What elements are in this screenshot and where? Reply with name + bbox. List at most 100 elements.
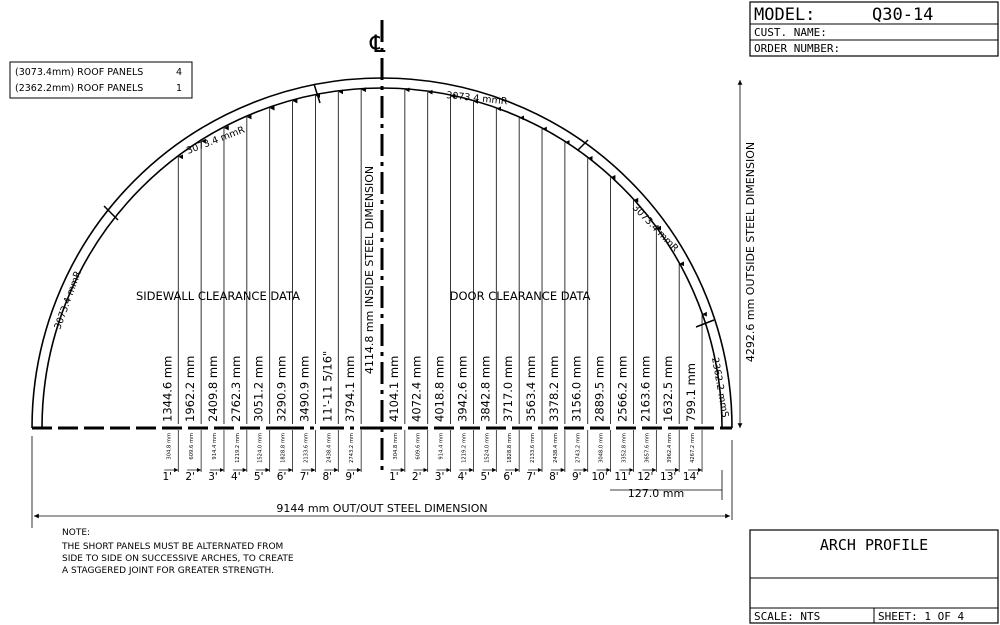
offset-label: 2743.2 mm — [349, 433, 355, 463]
legend-item-label: (3073.4mm) ROOF PANELS — [15, 67, 143, 78]
offset-label: 2133.6 mm — [530, 433, 536, 463]
foot-marker-label: 2' — [412, 471, 422, 483]
offset-label: 1524.0 mm — [258, 433, 264, 463]
foot-marker-label: 6' — [277, 471, 287, 483]
note-block: NOTE: THE SHORT PANELS MUST BE ALTERNATE… — [61, 528, 294, 576]
centerline: ℄ — [369, 20, 386, 470]
outside-steel-dimension: 4292.6 mm OUTSIDE STEEL DIMENSION — [744, 142, 757, 362]
foot-marker-label: 8' — [322, 471, 332, 483]
title-block: MODEL: Q30-14 CUST. NAME: ORDER NUMBER: … — [749, 1, 999, 624]
clearance-height-label: 2762.3 mm — [229, 356, 243, 422]
offset-label: 304.8 mm — [166, 433, 172, 460]
offset-label: 3657.6 mm — [644, 433, 650, 463]
clearance-height-label: 4018.8 mm — [433, 356, 447, 422]
panel-legend: (3073.4mm) ROOF PANELS 4 (2362.2mm) ROOF… — [9, 61, 193, 99]
foot-marker-label: 7' — [300, 471, 310, 483]
foot-marker-label: 11' — [614, 471, 630, 483]
clearance-height-label: 799.1 mm — [684, 363, 698, 422]
offset-label: 2743.2 mm — [576, 433, 582, 463]
offset-label: 2438.4 mm — [326, 433, 332, 463]
foot-marker-label: 4' — [231, 471, 241, 483]
panel-label-right-top: 3073.4 mmR — [446, 90, 509, 107]
offset-label: 1219.2 mm — [235, 433, 241, 463]
clearance-height-label: 2566.2 mm — [615, 356, 629, 422]
foot-marker-label: 10' — [591, 471, 607, 483]
clearance-height-label: 1344.6 mm — [160, 356, 174, 422]
clearance-height-label: 3051.2 mm — [252, 356, 266, 422]
drawing-title: ARCH PROFILE — [820, 536, 928, 554]
foot-marker-label: 3' — [435, 471, 445, 483]
offset-label: 304.8 mm — [393, 433, 399, 460]
door-clearance-columns: 4104.1 mm 304.8 mm 1' 4072.4 mm 609.6 mm 2' 40… — [387, 87, 707, 483]
offset-label: 2438.4 mm — [553, 433, 559, 463]
clearance-height-label: 3290.9 mm — [275, 356, 289, 422]
foot-marker-label: 2' — [185, 471, 195, 483]
legend-item-count: 4 — [176, 67, 182, 78]
clearance-height-label: 3490.9 mm — [297, 356, 311, 422]
eave-offset-dimension: 127.0 mm — [610, 440, 733, 520]
clearance-height-label: 1962.2 mm — [183, 356, 197, 422]
foot-marker-label: 13' — [660, 471, 676, 483]
foot-marker-label: 1' — [389, 471, 399, 483]
offset-label: 4267.2 mm — [690, 433, 696, 463]
foot-marker-label: 5' — [254, 471, 264, 483]
eave-offset-value: 127.0 mm — [628, 487, 684, 500]
note-line: SIDE TO SIDE ON SUCCESSIVE ARCHES, TO CR… — [62, 554, 294, 564]
offset-label: 3962.4 mm — [667, 433, 673, 463]
clearance-height-label: 2889.5 mm — [593, 356, 607, 422]
model-label: MODEL: — [754, 5, 815, 25]
scale-label: SCALE: NTS — [754, 610, 820, 623]
note-line: A STAGGERED JOINT FOR GREATER STRENGTH. — [62, 566, 274, 576]
foot-marker-label: 12' — [637, 471, 653, 483]
clearance-height-label: 4072.4 mm — [410, 356, 424, 422]
legend-item-label: (2362.2mm) ROOF PANELS — [15, 83, 143, 94]
foot-marker-label: 1' — [162, 471, 172, 483]
offset-label: 914.4 mm — [212, 433, 218, 460]
foot-marker-label: 7' — [526, 471, 536, 483]
overall-dimension-label: 9144 mm OUT/OUT STEEL DIMENSION — [276, 502, 487, 515]
foot-marker-label: 8' — [549, 471, 559, 483]
sheet-label: SHEET: 1 OF 4 — [878, 610, 964, 623]
offset-label: 3048.0 mm — [599, 433, 605, 463]
offset-label: 3352.8 mm — [621, 433, 627, 463]
offset-label: 1828.8 mm — [507, 433, 513, 463]
inside-steel-dimension: 4114.8 mm INSIDE STEEL DIMENSION — [363, 166, 376, 374]
order-number-label: ORDER NUMBER: — [754, 42, 840, 55]
offset-label: 1828.8 mm — [281, 433, 287, 463]
clearance-height-label: 3794.1 mm — [343, 356, 357, 422]
sidewall-section-title: SIDEWALL CLEARANCE DATA — [136, 289, 300, 303]
clearance-height-label: 2409.8 mm — [206, 356, 220, 422]
clearance-height-label: 3842.8 mm — [478, 356, 492, 422]
panel-label-left-side: 3073.4 mmR — [52, 269, 83, 331]
foot-marker-label: 3' — [208, 471, 218, 483]
offset-label: 914.4 mm — [439, 433, 445, 460]
clearance-height-label: 3563.4 mm — [524, 356, 538, 422]
foot-marker-label: 14' — [683, 471, 699, 483]
offset-label: 609.6 mm — [189, 433, 195, 460]
cust-name-label: CUST. NAME: — [754, 26, 827, 39]
sidewall-clearance-columns: 1344.6 mm 304.8 mm 1' 1962.2 mm 609.6 mm 2' 24… — [160, 87, 366, 483]
clearance-height-label: 3156.0 mm — [570, 356, 584, 422]
foot-marker-label: 6' — [503, 471, 513, 483]
clearance-height-label: 2163.6 mm — [638, 356, 652, 422]
offset-label: 1219.2 mm — [461, 433, 467, 463]
foot-marker-label: 5' — [481, 471, 491, 483]
door-section-title: DOOR CLEARANCE DATA — [450, 289, 591, 303]
note-line: THE SHORT PANELS MUST BE ALTERNATED FROM — [61, 542, 283, 552]
offset-label: 1524.0 mm — [484, 433, 490, 463]
clearance-height-label: 11'-11 5/16" — [320, 351, 334, 422]
clearance-height-label: 3717.0 mm — [501, 356, 515, 422]
offset-label: 609.6 mm — [416, 433, 422, 460]
model-value: Q30-14 — [872, 5, 933, 25]
clearance-height-label: 3942.6 mm — [455, 356, 469, 422]
legend-item-count: 1 — [176, 83, 182, 94]
foot-marker-label: 4' — [458, 471, 468, 483]
offset-label: 2133.6 mm — [303, 433, 309, 463]
clearance-height-label: 4104.1 mm — [387, 356, 401, 422]
centerline-symbol: ℄ — [369, 30, 386, 58]
overall-dimension: 9144 mm OUT/OUT STEEL DIMENSION — [31, 436, 730, 528]
clearance-height-label: 3378.2 mm — [547, 356, 561, 422]
note-heading: NOTE: — [62, 528, 90, 538]
foot-marker-label: 9' — [572, 471, 582, 483]
